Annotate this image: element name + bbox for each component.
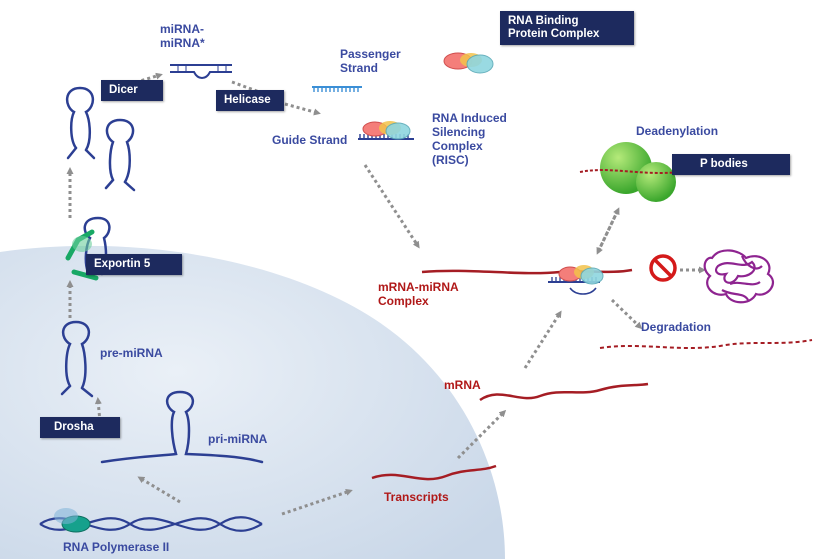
nucleus: [0, 245, 505, 559]
box-exportin-5: Exportin 5: [86, 254, 182, 275]
mrna-strand: [479, 382, 649, 402]
label-passenger-strand: Passenger Strand: [340, 47, 401, 75]
arrow-helicase-to-guide: [284, 102, 321, 116]
label-mrna: mRNA: [444, 378, 481, 392]
hairpin-pre-mirna: [62, 320, 90, 390]
arrow-mirna-to-helicase: [231, 80, 279, 100]
arrow-drosha-to-premirna: [94, 397, 102, 423]
risc-proteins: [362, 121, 411, 140]
hairpin-dicer-1: [66, 86, 94, 152]
deadenylated-mrna: [579, 169, 681, 174]
arrow-polymerase-to-primirna: [137, 476, 181, 504]
mrna-mirna-complex: [421, 265, 633, 295]
hairpin-pri-mirna: [100, 390, 264, 464]
degraded-mrna: [599, 339, 813, 349]
box-dicer: Dicer: [101, 80, 163, 101]
flow-arrows: [66, 72, 706, 516]
label-pri-mirna: pri-miRNA: [208, 432, 268, 446]
label-deadenylation: Deadenylation: [636, 124, 719, 138]
hairpin-dicer-2: [105, 118, 135, 184]
arrow-mrna-to-complex: [523, 310, 562, 369]
label-rna-polymerase: RNA Polymerase II: [63, 540, 170, 554]
translation-blocked-icon: [649, 254, 677, 282]
deadenylation-complex: [579, 142, 681, 202]
arrow-dicer-to-mirna: [129, 72, 163, 86]
label-mirna-duplex: miRNA- miRNA*: [160, 22, 205, 50]
label-transcripts: Transcripts: [384, 490, 449, 504]
protein-aggregate-icon: [703, 249, 774, 304]
transcripts-strand: [371, 464, 497, 481]
arrow-risc-to-complex: [363, 164, 420, 249]
passenger-strand: [312, 86, 362, 92]
label-pre-mirna: pre-miRNA: [100, 346, 163, 360]
label-degradation: Degradation: [641, 320, 712, 334]
arrow-complex-to-degradation: [610, 298, 643, 330]
box-p-bodies: P bodies: [672, 154, 790, 175]
label-risc: RNA Induced Silencing Complex (RISC): [432, 111, 507, 167]
label-guide-strand: Guide Strand: [272, 133, 348, 147]
mirna-duplex: [170, 64, 232, 79]
arrow-pbodies-to-complex: [596, 209, 620, 255]
box-helicase: Helicase: [216, 90, 284, 111]
box-drosha: Drosha: [40, 417, 120, 438]
box-rna-binding-protein-complex: RNA Binding Protein Complex: [500, 11, 634, 45]
rna-binding-protein-blob: [443, 52, 494, 74]
arrow-transcripts-to-mrna: [456, 409, 507, 460]
label-mrna-mirna-complex: mRNA-miRNA Complex: [378, 280, 459, 308]
